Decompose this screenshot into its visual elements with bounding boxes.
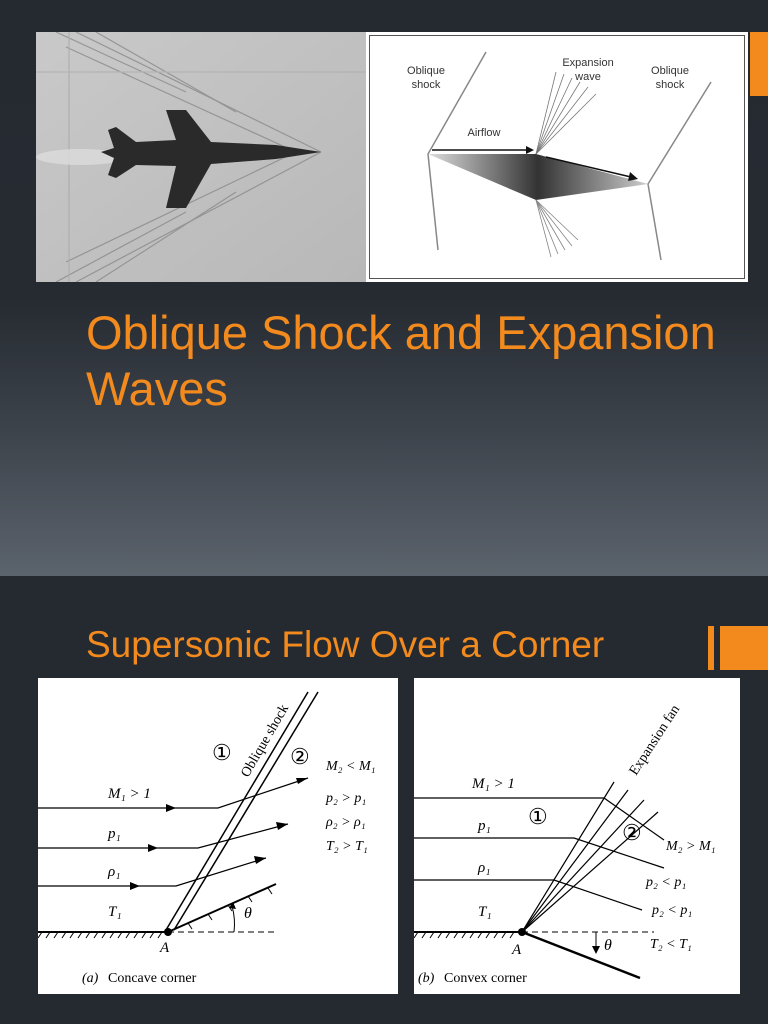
caption-a: Concave corner bbox=[108, 971, 197, 986]
oblique-shock-left-label-line2: shock bbox=[412, 79, 441, 91]
concave-corner-figure: θ A Oblique shock M₁ > 1 p₁ ρ₁ T bbox=[37, 678, 398, 994]
slide-1: Oblique shock Expansion wave Oblique sho… bbox=[0, 0, 768, 576]
wedge-body bbox=[428, 154, 648, 200]
relation-a-1: M₂ < M₁ bbox=[325, 759, 376, 774]
angle-theta-b: θ bbox=[604, 937, 612, 954]
m1-label-a: M₁ > 1 bbox=[107, 786, 151, 802]
oblique-shock-expansion-diagram: Oblique shock Expansion wave Oblique sho… bbox=[366, 32, 748, 282]
accent-bar-top bbox=[750, 32, 768, 96]
oblique-shock-label: Oblique shock bbox=[238, 702, 292, 780]
expansion-fan-label: Expansion fan bbox=[627, 703, 683, 779]
oblique-shock-right-label-line2: shock bbox=[656, 79, 685, 91]
region-1-label-b: ① bbox=[528, 804, 548, 829]
ramp-surface bbox=[167, 883, 277, 933]
slide-2: Supersonic Flow Over a Corner bbox=[0, 576, 768, 1024]
convex-corner-figure: θ A Expansion fan M₁ > 1 p₁ ρ₁ T₁ ① bbox=[413, 678, 740, 994]
relation-a-3: ρ₂ > ρ₁ bbox=[325, 815, 366, 830]
convex-slope-surface bbox=[521, 930, 641, 980]
accent-bar-thick bbox=[720, 626, 768, 670]
expansion-wave-label-line2: wave bbox=[574, 71, 601, 83]
diagram-svg: Oblique shock Expansion wave Oblique sho… bbox=[407, 51, 712, 261]
airflow-label: Airflow bbox=[467, 127, 500, 139]
angle-theta-a: θ bbox=[244, 905, 252, 922]
m1-label-b: M₁ > 1 bbox=[471, 776, 515, 792]
accent-bar-thin bbox=[708, 626, 714, 670]
rho1-label-b: ρ₁ bbox=[477, 860, 490, 876]
relation-b-2: p₂ < p₁ bbox=[645, 875, 686, 890]
region-2-label-a: ② bbox=[290, 744, 310, 769]
relation-b-3: p₂ < p₁ bbox=[651, 903, 692, 918]
oblique-shock-right-label-line1: Oblique bbox=[651, 65, 689, 77]
p1-label-a: p₁ bbox=[107, 826, 121, 842]
t1-label-b: T₁ bbox=[478, 904, 492, 920]
rho1-label-a: ρ₁ bbox=[107, 864, 120, 880]
relation-a-4: T₂ > T₁ bbox=[326, 839, 368, 854]
concave-corner-svg: θ A Oblique shock M₁ > 1 p₁ ρ₁ T bbox=[37, 691, 376, 986]
expansion-wave-label-line1: Expansion bbox=[562, 57, 613, 69]
caption-tag-b: (b) bbox=[418, 971, 435, 986]
diagram-frame bbox=[369, 35, 745, 279]
point-a-label-a: A bbox=[159, 940, 170, 956]
aircraft-silhouette bbox=[101, 110, 321, 208]
point-a-label-b: A bbox=[511, 942, 522, 958]
relation-a-2: p₂ > p₁ bbox=[325, 791, 366, 806]
slide-title: Oblique Shock and Expansion Waves bbox=[86, 306, 716, 415]
region-2-label-b: ② bbox=[622, 820, 642, 845]
caption-b: Convex corner bbox=[444, 971, 527, 986]
aircraft-photo-image bbox=[36, 32, 366, 282]
relation-b-4: T₂ < T₁ bbox=[650, 937, 692, 952]
right-oblique-shock-line bbox=[647, 81, 712, 261]
caption-tag-a: (a) bbox=[82, 971, 99, 986]
region-1-label-a: ① bbox=[212, 740, 232, 765]
slide-2-title: Supersonic Flow Over a Corner bbox=[86, 624, 605, 665]
convex-corner-svg: θ A Expansion fan M₁ > 1 p₁ ρ₁ T₁ ① bbox=[413, 703, 716, 986]
schlieren-photo bbox=[36, 32, 366, 282]
p1-label-b: p₁ bbox=[477, 818, 491, 834]
t1-label-a: T₁ bbox=[108, 904, 122, 920]
relation-b-1: M₂ > M₁ bbox=[665, 839, 716, 854]
oblique-shock-left-label-line1: Oblique bbox=[407, 65, 445, 77]
